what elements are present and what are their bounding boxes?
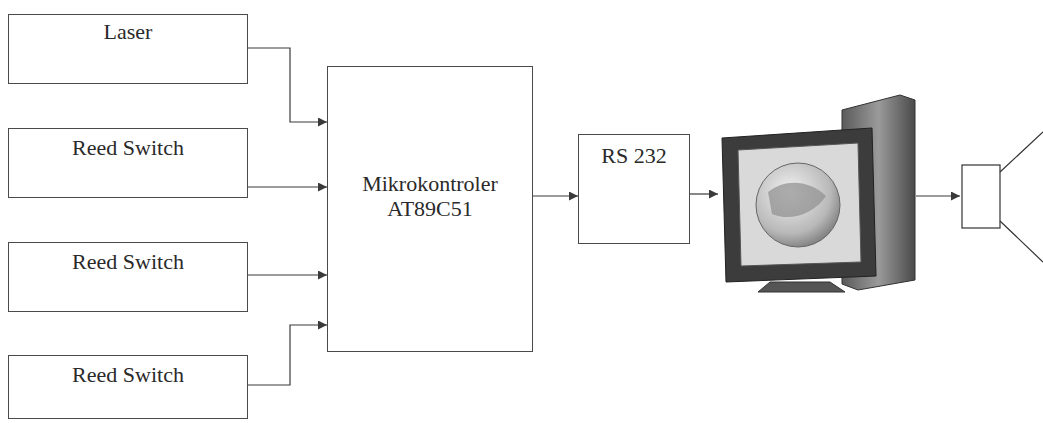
box-label: Mikrokontroler AT89C51 — [335, 171, 525, 222]
box-label: Laser — [104, 19, 153, 44]
speaker-icon — [962, 132, 1043, 262]
signal-arrow — [533, 195, 578, 196]
signal-arrow — [248, 186, 327, 187]
signal-arrow — [248, 48, 327, 122]
interface-box: RS 232 — [578, 134, 690, 244]
input-box: Laser — [8, 14, 248, 84]
input-box: Reed Switch — [8, 128, 248, 198]
signal-arrow — [248, 274, 327, 275]
signal-arrow — [248, 325, 327, 385]
arrow-line — [690, 193, 718, 194]
box-label: Reed Switch — [72, 135, 184, 160]
box-label: Reed Switch — [72, 362, 184, 387]
arrow-line — [916, 195, 960, 196]
input-box: Reed Switch — [8, 242, 248, 312]
computer-icon — [722, 95, 915, 292]
controller-box: Mikrokontroler AT89C51 — [327, 66, 533, 352]
box-label: RS 232 — [601, 143, 666, 168]
box-label: Reed Switch — [72, 249, 184, 274]
input-box: Reed Switch — [8, 355, 248, 419]
